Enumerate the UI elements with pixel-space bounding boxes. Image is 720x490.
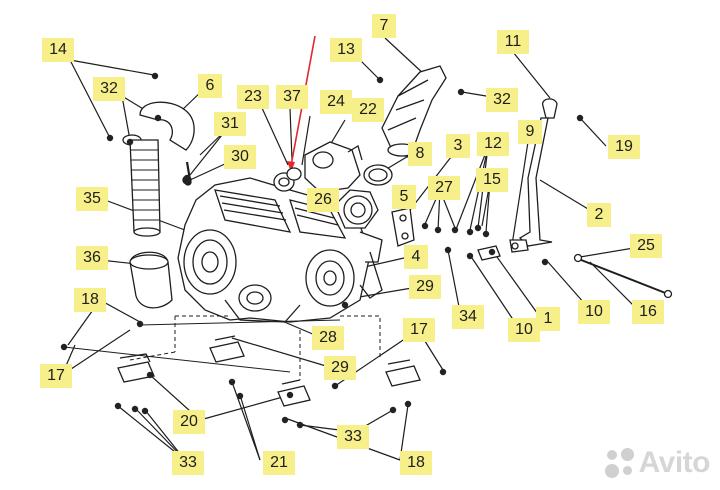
callout-10: 10 bbox=[578, 300, 610, 324]
callout-7: 7 bbox=[372, 14, 396, 38]
callout-16: 16 bbox=[632, 300, 664, 324]
callout-2: 2 bbox=[587, 203, 611, 227]
avito-watermark: Avito bbox=[604, 446, 711, 480]
callout-32: 32 bbox=[93, 77, 125, 101]
callout-11: 11 bbox=[497, 30, 529, 54]
avito-logo-icon bbox=[604, 448, 635, 478]
callout-19: 19 bbox=[608, 135, 640, 159]
callout-36: 36 bbox=[76, 246, 108, 270]
callout-9: 9 bbox=[518, 120, 542, 144]
callout-34: 34 bbox=[452, 305, 484, 329]
callout-1: 1 bbox=[536, 307, 560, 331]
callout-37: 37 bbox=[276, 85, 308, 109]
parts-line-art bbox=[63, 65, 673, 407]
callout-24: 24 bbox=[320, 90, 352, 114]
callout-28: 28 bbox=[312, 326, 344, 350]
callout-35: 35 bbox=[76, 187, 108, 211]
callout-32: 32 bbox=[486, 88, 518, 112]
callout-10: 10 bbox=[508, 318, 540, 342]
callout-17: 17 bbox=[40, 364, 72, 388]
callout-33: 33 bbox=[172, 451, 204, 475]
callout-23: 23 bbox=[237, 85, 269, 109]
callout-3: 3 bbox=[446, 134, 470, 158]
callout-14: 14 bbox=[42, 38, 74, 62]
callout-21: 21 bbox=[263, 451, 295, 475]
callout-5: 5 bbox=[392, 185, 416, 209]
callout-33: 33 bbox=[337, 425, 369, 449]
callout-22: 22 bbox=[352, 98, 384, 122]
callout-31: 31 bbox=[214, 112, 246, 136]
callout-27: 27 bbox=[428, 176, 460, 200]
callout-17: 17 bbox=[403, 318, 435, 342]
callout-26: 26 bbox=[307, 188, 339, 212]
callout-12: 12 bbox=[477, 132, 509, 156]
callout-6: 6 bbox=[198, 74, 222, 98]
callout-15: 15 bbox=[476, 168, 508, 192]
callout-13: 13 bbox=[330, 38, 362, 62]
callout-4: 4 bbox=[404, 245, 428, 269]
callout-29: 29 bbox=[409, 275, 441, 299]
callout-20: 20 bbox=[173, 410, 205, 434]
callout-25: 25 bbox=[630, 234, 662, 258]
callout-29: 29 bbox=[324, 356, 356, 380]
callout-18: 18 bbox=[400, 451, 432, 475]
callout-8: 8 bbox=[408, 142, 432, 166]
callout-18: 18 bbox=[74, 288, 106, 312]
watermark-text: Avito bbox=[638, 446, 711, 479]
callout-30: 30 bbox=[224, 145, 256, 169]
